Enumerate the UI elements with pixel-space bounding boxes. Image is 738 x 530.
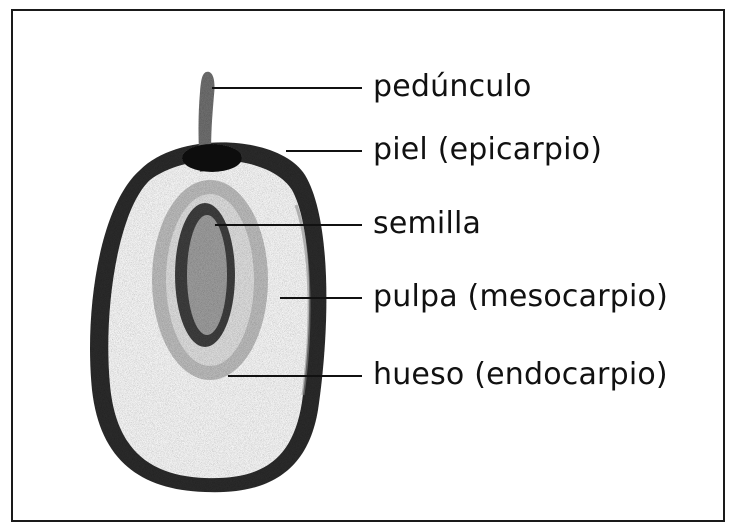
label-seed: semilla (373, 207, 481, 241)
olive-peduncle (182, 72, 242, 172)
label-skin: piel (epicarpio) (373, 133, 602, 167)
label-pulp: pulpa (mesocarpio) (373, 280, 668, 314)
label-pit: hueso (endocarpio) (373, 358, 668, 392)
label-peduncle: pedúnculo (373, 70, 532, 104)
